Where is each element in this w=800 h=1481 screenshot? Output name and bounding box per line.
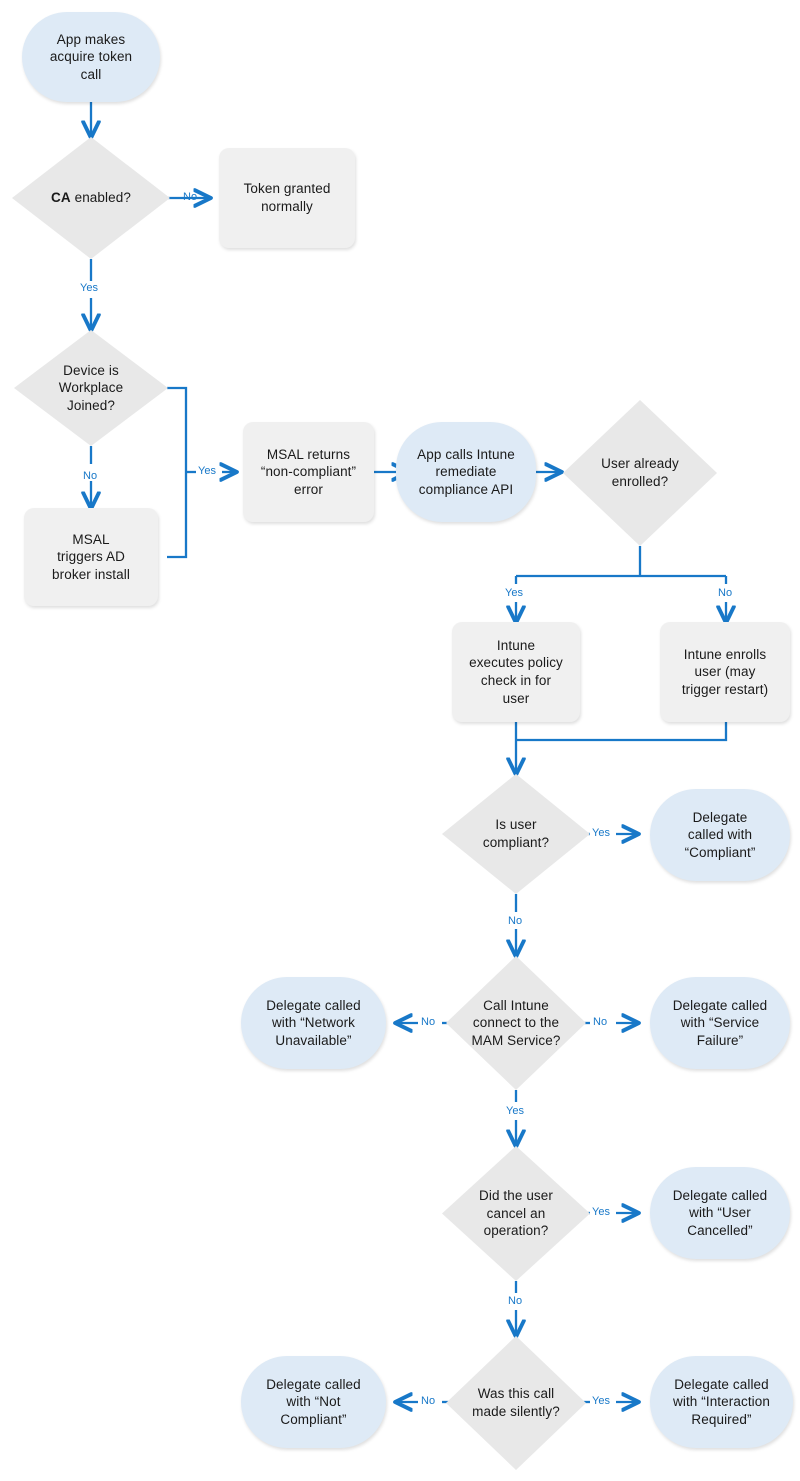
edge-label-enrolled-yes: Yes [505,587,523,599]
node-call-intune-connect-mam-decision[interactable]: Call Intune connect to the MAM Service? [446,956,586,1090]
node-delegate-compliant[interactable]: Delegate called with “Compliant” [650,789,790,881]
node-delegate-service-failure[interactable]: Delegate called with “Service Failure” [650,977,790,1069]
node-app-calls-intune-remediate-compliance-api[interactable]: App calls Intune remediate compliance AP… [396,422,536,522]
node-label: Delegate called with “Service Failure” [672,997,768,1048]
node-delegate-not-compliant[interactable]: Delegate called with “Not Compliant” [241,1356,386,1448]
node-label: Delegate called with “Interaction Requir… [673,1376,770,1427]
node-device-workplace-joined-decision[interactable]: Device is Workplace Joined? [14,330,168,446]
node-label: MSAL triggers AD broker install [52,531,130,582]
node-did-user-cancel-decision[interactable]: Did the user cancel an operation? [442,1146,590,1281]
node-label: CA enabled? [45,189,137,207]
node-label: Was this call made silently? [472,1386,560,1419]
node-label-bold: CA [51,190,71,206]
edge-label-ca-yes: Yes [80,282,98,294]
edge-label-compliant-no: No [508,915,523,927]
node-delegate-user-cancelled[interactable]: Delegate called with “User Cancelled” [650,1167,790,1259]
node-delegate-interaction-required[interactable]: Delegate called with “Interaction Requir… [650,1356,793,1448]
node-label: Call Intune connect to the MAM Service? [471,997,561,1048]
node-label: App calls Intune remediate compliance AP… [417,446,515,497]
edge-label-ca-no: No [183,191,198,203]
node-label: Did the user cancel an operation? [479,1188,553,1239]
edge-label-mam-no-right: No [593,1016,608,1028]
node-label: Token granted normally [243,181,331,214]
node-label: Delegate called with “Network Unavailabl… [266,997,361,1048]
node-app-makes-acquire-token-call[interactable]: App makes acquire token call [22,12,160,102]
node-ca-enabled-decision[interactable]: CA enabled? [12,137,170,259]
edge-label-wpj-yes: Yes [198,465,216,477]
node-label: MSAL returns “non-compliant” error [260,446,357,497]
node-label: Delegate called with “User Cancelled” [672,1187,768,1238]
node-label: Delegate called with “Not Compliant” [266,1376,361,1427]
edge-label-enrolled-no: No [718,587,733,599]
edge-label-wpj-no: No [83,470,98,482]
edge-label-compliant-yes: Yes [592,827,610,839]
node-label: App makes acquire token call [49,31,133,82]
node-intune-executes-policy-check-in[interactable]: Intune executes policy check in for user [452,622,580,722]
edge-enrolled-split [516,546,726,578]
node-msal-triggers-ad-broker-install[interactable]: MSAL triggers AD broker install [24,508,158,606]
node-user-already-enrolled-decision[interactable]: User already enrolled? [563,400,717,546]
edge-wpj-trunk [167,386,188,559]
node-token-granted-normally[interactable]: Token granted normally [219,148,355,248]
node-label: User already enrolled? [601,456,679,489]
edge-label-mam-no-left: No [421,1016,436,1028]
node-label: Device is Workplace Joined? [58,362,124,413]
edge-label-mam-yes: Yes [506,1105,524,1117]
node-label: Is user compliant? [482,817,550,850]
node-label: Intune executes policy check in for user [469,637,563,706]
node-msal-returns-non-compliant-error[interactable]: MSAL returns “non-compliant” error [243,422,374,522]
node-is-user-compliant-decision[interactable]: Is user compliant? [442,774,590,894]
edge-label-silent-no: No [421,1395,436,1407]
edge-label-silent-yes: Yes [592,1395,610,1407]
edge-merge-right [516,722,728,742]
node-label-rest: enabled? [70,190,131,206]
edge-label-cancel-no: No [508,1295,523,1307]
edge-label-cancel-yes: Yes [592,1206,610,1218]
node-label: Delegate called with “Compliant” [684,809,756,860]
node-was-call-made-silently-decision[interactable]: Was this call made silently? [446,1336,586,1470]
node-delegate-network-unavailable[interactable]: Delegate called with “Network Unavailabl… [241,977,386,1069]
node-intune-enrolls-user[interactable]: Intune enrolls user (may trigger restart… [660,622,790,722]
node-label: Intune enrolls user (may trigger restart… [681,646,769,697]
